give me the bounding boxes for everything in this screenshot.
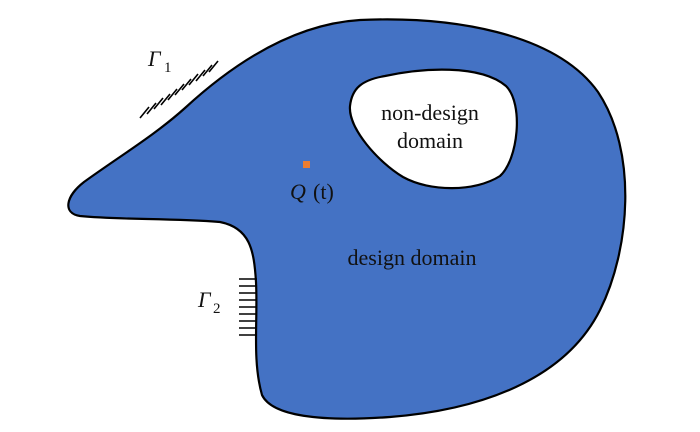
support-hatch-gamma2 [239,278,257,336]
point-q-symbol: Q [290,179,306,204]
gamma1-symbol: Γ [147,46,162,71]
non-design-label-line1: non-design [381,100,479,125]
non-design-label-line2: domain [397,128,463,153]
design-domain-region [67,18,627,420]
support-hatch-gamma1 [139,60,219,119]
gamma2-subscript: 2 [213,301,221,317]
gamma1-subscript: 1 [164,60,172,76]
design-domain-label: design domain [348,245,477,270]
point-q-argument: (t) [313,179,334,204]
gamma2-symbol: Γ [197,287,212,312]
point-q-marker [303,161,310,168]
